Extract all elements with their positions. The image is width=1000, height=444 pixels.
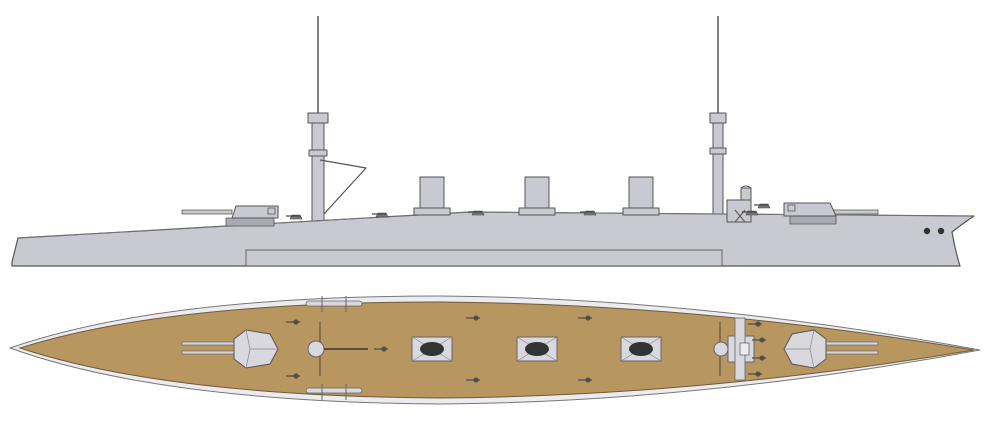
funnel (622, 176, 660, 216)
turret-barbette (225, 217, 275, 227)
secondary-gun-plan (374, 346, 388, 352)
forward-turret-profile (181, 205, 279, 227)
foremast-derrick (319, 159, 367, 215)
deck-guns-profile (286, 203, 771, 220)
turret-roof-detail (784, 329, 815, 369)
funnels-plan (411, 336, 662, 362)
secondary-gun-plan (748, 321, 762, 327)
secondary-gun-plan (578, 377, 592, 383)
foremast-platform (308, 149, 328, 157)
funnel-plan (620, 336, 662, 362)
funnel (413, 176, 451, 216)
aft-superstructure (726, 185, 752, 223)
foremast-top (307, 112, 329, 124)
aft-turret-plan (783, 329, 879, 369)
secondary-gun-plan (578, 315, 592, 321)
foremast-pole (311, 122, 325, 224)
hawse-holes (923, 227, 945, 235)
foremast (307, 16, 367, 224)
secondary-gun-plan (752, 337, 766, 343)
secondary-gun (580, 210, 597, 216)
boats-plan (305, 296, 363, 400)
armor-belt (245, 249, 723, 267)
porthole (923, 227, 931, 235)
plan-view (8, 295, 981, 405)
turret-barbette (789, 215, 837, 225)
foremast-plan (307, 340, 325, 358)
turret-rangefinder (267, 207, 276, 215)
turret-roof-detail (245, 329, 278, 369)
mainmast (709, 16, 727, 224)
deck-guns-plan (286, 315, 766, 383)
gun-barrel (181, 341, 235, 346)
secondary-gun-plan (748, 371, 762, 377)
secondary-gun (754, 203, 771, 209)
gun-barrel (181, 350, 235, 355)
secondary-gun-plan (286, 373, 300, 379)
secondary-gun (372, 212, 389, 218)
deckhouse-hatch (739, 342, 750, 356)
secondary-gun (742, 210, 759, 216)
gun-barrel (825, 350, 879, 355)
porthole (937, 227, 945, 235)
secondary-gun (468, 210, 485, 216)
secondary-gun-plan (466, 315, 480, 321)
profile-view (11, 16, 975, 267)
secondary-gun-plan (752, 355, 766, 361)
funnel-plan (411, 336, 453, 362)
forward-turret-plan (181, 329, 279, 369)
secondary-gun-plan (286, 319, 300, 325)
deckhouse (726, 199, 752, 223)
gun-barrel (181, 209, 233, 215)
turret-house (231, 205, 279, 219)
turret-house (783, 202, 837, 217)
mainmast-plan (713, 341, 729, 357)
aft-superstructure-plan (727, 317, 755, 381)
funnels-profile (413, 176, 660, 216)
deckhouse-vent (740, 185, 752, 189)
mainmast-pole (712, 122, 724, 224)
aft-turret-profile (783, 202, 879, 225)
funnel (518, 176, 556, 216)
secondary-gun-plan (466, 377, 480, 383)
mainmast-top (709, 112, 727, 124)
mainmast-platform (709, 147, 727, 155)
deckhouse-top (740, 187, 752, 201)
funnel-plan (516, 336, 558, 362)
secondary-gun (286, 214, 303, 220)
gun-barrel (825, 341, 879, 346)
boat (305, 387, 363, 394)
gun-barrel (831, 209, 879, 215)
turret-rangefinder (787, 204, 796, 212)
boat (305, 300, 363, 307)
